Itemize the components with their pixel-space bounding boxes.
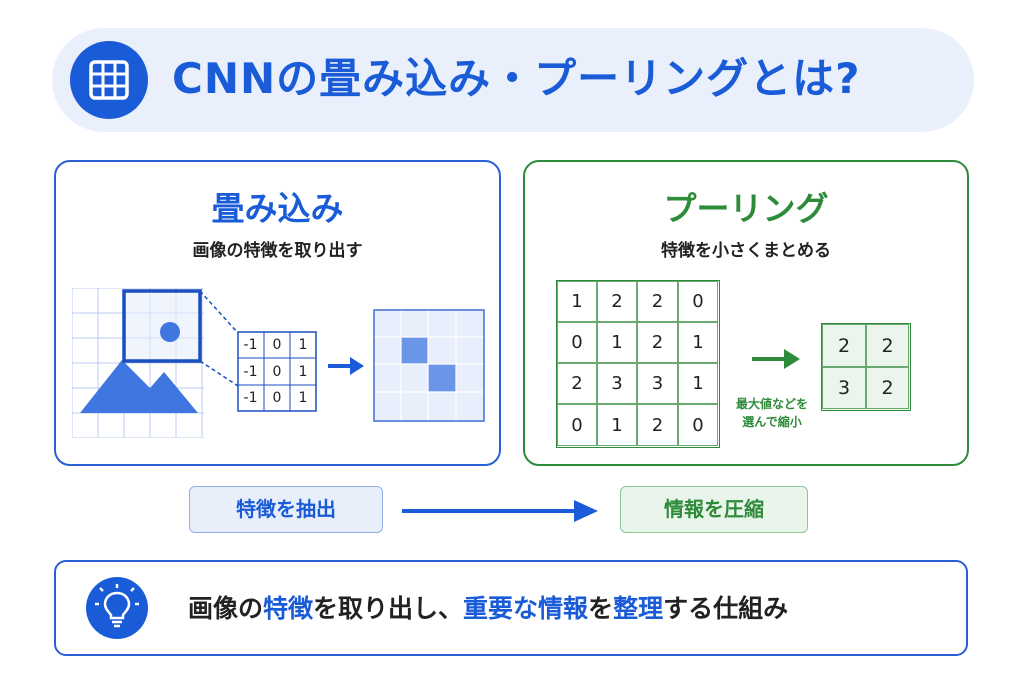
pooling-note-line2: 選んで縮小 bbox=[742, 415, 802, 429]
pool-input-cell: 1 bbox=[557, 281, 597, 322]
compress-info-tag: 情報を圧縮 bbox=[620, 486, 808, 533]
feature-map-grid bbox=[373, 309, 485, 422]
title-banner bbox=[52, 28, 974, 132]
pool-input-cell: 1 bbox=[678, 363, 718, 404]
summary-part: する仕組み bbox=[663, 594, 789, 623]
pool-input-cell: 0 bbox=[557, 404, 597, 446]
summary-highlight: 重要な情報 bbox=[463, 594, 589, 623]
pool-input-cell: 2 bbox=[637, 404, 678, 446]
pool-input-cell: 2 bbox=[597, 281, 637, 322]
arrow-right-icon bbox=[752, 349, 800, 369]
kernel-cell: -1 bbox=[243, 363, 258, 380]
pool-input-cell: 0 bbox=[678, 404, 718, 446]
summary-part: を取り出し、 bbox=[313, 594, 464, 623]
pool-input-cell: 2 bbox=[637, 322, 678, 363]
pool-input-cell: 2 bbox=[557, 363, 597, 404]
kernel-cell: -1 bbox=[243, 337, 258, 353]
mountain-icon bbox=[80, 360, 198, 413]
summary-highlight: 整理 bbox=[613, 594, 664, 623]
kernel-cell: 0 bbox=[272, 390, 282, 406]
pooling-title: プーリング bbox=[663, 189, 829, 228]
flow-arrow-icon bbox=[402, 500, 598, 522]
pool-input-cell: 1 bbox=[597, 404, 637, 446]
extract-features-tag: 特徴を抽出 bbox=[189, 486, 383, 533]
pool-output-cell: 2 bbox=[866, 367, 909, 409]
pooling-note: 最大値などを 選んで縮小 bbox=[722, 395, 822, 431]
input-image-grid bbox=[72, 288, 204, 438]
pool-output-cell: 2 bbox=[866, 324, 909, 367]
pool-input-cell: 1 bbox=[597, 322, 637, 363]
arrow-right-icon bbox=[328, 357, 364, 375]
pool-input-cell: 0 bbox=[678, 281, 718, 322]
pooling-note-line1: 最大値などを bbox=[735, 397, 808, 411]
sun-icon bbox=[160, 322, 180, 342]
lightbulb-icon bbox=[86, 577, 148, 639]
kernel-grid: -1 0 1 -1 0 1 -1 0 1 bbox=[237, 331, 317, 412]
kernel-cell: -1 bbox=[243, 390, 258, 406]
kernel-cell: 1 bbox=[298, 390, 308, 406]
projection-lines bbox=[199, 290, 239, 387]
kernel-cell: 0 bbox=[272, 337, 282, 353]
convolution-subtitle: 画像の特徴を取り出す bbox=[192, 241, 363, 261]
pool-output-cell: 3 bbox=[822, 367, 866, 409]
pool-input-cell: 2 bbox=[637, 281, 678, 322]
summary-text: 画像の特徴を取り出し、重要な情報を整理する仕組み bbox=[188, 589, 788, 625]
pool-output-cell: 2 bbox=[822, 324, 866, 367]
pool-input-cell: 0 bbox=[557, 322, 597, 363]
kernel-cell: 1 bbox=[298, 363, 308, 380]
summary-part: 画像の bbox=[188, 594, 264, 623]
summary-part: を bbox=[588, 594, 614, 623]
page-title: CNNの畳み込み・プーリングとは? bbox=[172, 54, 861, 103]
pool-input-cell: 1 bbox=[678, 322, 718, 363]
pool-input-cell: 3 bbox=[597, 363, 637, 404]
convolution-title: 畳み込み bbox=[211, 189, 344, 228]
pooling-output-grid: 2 2 3 2 bbox=[821, 323, 911, 411]
kernel-cell: 0 bbox=[272, 363, 282, 380]
feature-cell-active bbox=[401, 337, 428, 364]
pooling-subtitle: 特徴を小さくまとめる bbox=[661, 241, 831, 261]
feature-cell-active bbox=[428, 364, 456, 392]
kernel-cell: 1 bbox=[298, 337, 308, 353]
pooling-input-grid: 1 2 2 0 0 1 2 1 2 3 3 1 0 1 2 0 bbox=[556, 280, 720, 448]
pool-input-cell: 3 bbox=[637, 363, 678, 404]
summary-box bbox=[54, 560, 968, 656]
summary-highlight: 特徴 bbox=[263, 594, 314, 623]
grid-icon bbox=[70, 41, 148, 119]
